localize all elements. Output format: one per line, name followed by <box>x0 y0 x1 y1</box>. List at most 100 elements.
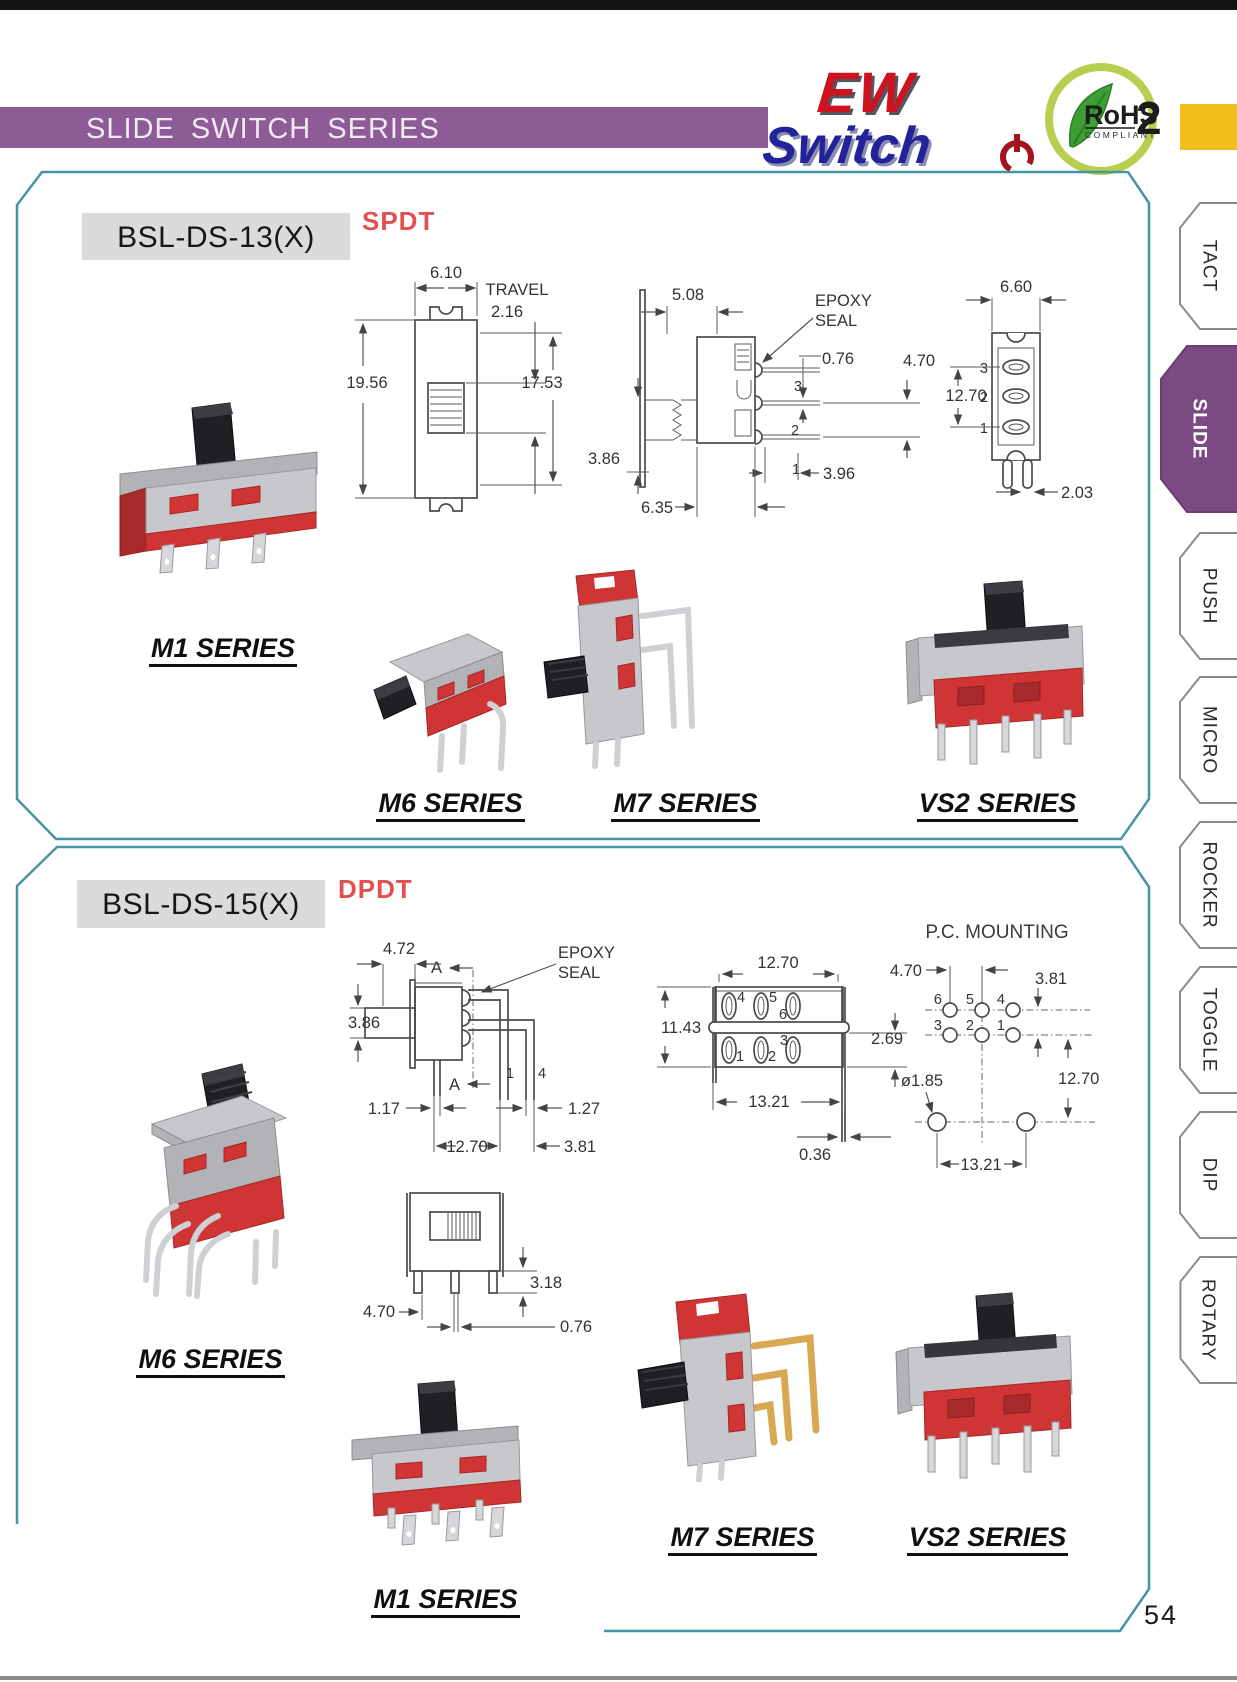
bv-pin-1: 1 <box>736 1049 744 1065</box>
dim-lead-width: 1.27 <box>568 1100 600 1118</box>
page-title-bar: SLIDE SWITCH SERIES <box>0 107 768 148</box>
dim-outer-span: 13.21 <box>748 1093 789 1111</box>
rear-pin-1: 1 <box>980 421 988 437</box>
pc-pin-6: 6 <box>934 992 942 1008</box>
rear-pin-3: 3 <box>980 361 988 377</box>
svg-text:ROCKER: ROCKER <box>1199 841 1220 928</box>
dim-bv-width: 12.70 <box>757 954 798 972</box>
rohs-compliant-text: COMPLIANT <box>1085 130 1157 140</box>
dim-travel-value: 2.16 <box>491 303 523 321</box>
power-icon <box>1000 134 1035 174</box>
dim-lead-span: 12.70 <box>446 1138 487 1156</box>
section1-front-view-drawing: 6.10 TRAVEL 2.16 19.56 17.53 <box>346 264 563 512</box>
dim-pin-length2: 3.18 <box>530 1274 562 1292</box>
section2-pc-mounting-drawing: P.C. MOUNTING 6 5 4 3 2 1 4.70 3.81 ø1.8… <box>890 922 1099 1174</box>
dim-lead-gap: 3.81 <box>564 1138 596 1156</box>
pc-pin-2: 2 <box>966 1018 974 1034</box>
dim-slot-width: 2.03 <box>1061 484 1093 502</box>
rohs-text: RoHS <box>1084 100 1158 130</box>
yellow-index-block <box>1180 104 1237 150</box>
dim-pin-thickness2: 0.76 <box>560 1318 592 1336</box>
tab-rocker[interactable]: ROCKER <box>1179 821 1237 949</box>
section1-product-label-m7: M7 SERIES <box>598 788 773 822</box>
svg-text:DIP: DIP <box>1199 1158 1220 1193</box>
pin-label-2: 2 <box>791 423 799 439</box>
dim-rear-width: 6.60 <box>1000 278 1032 296</box>
dim-col-pitch: 4.70 <box>890 962 922 980</box>
tab-tact[interactable]: TACT <box>1179 202 1237 330</box>
top-black-bar <box>0 0 1237 10</box>
section2-product-label-m7: M7 SERIES <box>660 1522 825 1556</box>
epoxy-seal2-1: EPOXY <box>558 944 615 962</box>
section2-front-view-drawing: 3.18 4.70 0.76 <box>363 1192 592 1336</box>
epoxy-seal-2: SEAL <box>815 312 857 330</box>
m1-series-photo <box>119 402 318 574</box>
dim-slot: 0.36 <box>799 1146 831 1164</box>
epoxy-seal-1: EPOXY <box>815 292 872 310</box>
section1-product-label-vs2: VS2 SERIES <box>905 788 1090 822</box>
section1-frame <box>15 170 1151 841</box>
dim-row-span: 12.70 <box>1058 1070 1099 1088</box>
section2-frame <box>15 845 1151 1633</box>
section2-product-label-vs2: VS2 SERIES <box>895 1522 1080 1556</box>
tab-toggle[interactable]: TOGGLE <box>1179 966 1237 1094</box>
section2-part-number-box: BSL-DS-15(X) <box>77 880 325 928</box>
bv-pin-4: 4 <box>737 990 745 1006</box>
dim-overall-height: 19.56 <box>346 374 387 392</box>
dim-pin-thickness: 0.76 <box>822 350 854 368</box>
dim-hole-dia: ø1.85 <box>901 1072 943 1090</box>
svg-text:SLIDE: SLIDE <box>1189 399 1210 460</box>
section-a-top: A <box>431 959 442 977</box>
section2-side-view-drawing: A A EPOXY SEAL 4.72 3.86 1.17 1.27 1 4 1… <box>348 940 615 1156</box>
m6-series-photo <box>373 633 507 773</box>
dim-bv-height: 11.43 <box>661 1019 701 1037</box>
tab-micro[interactable]: MICRO <box>1179 676 1237 804</box>
dim-depth: 5.08 <box>672 286 704 304</box>
section2-part-number: BSL-DS-15(X) <box>102 888 300 921</box>
dim-pin-offset: 3.96 <box>823 465 855 483</box>
dim-pin-pitch2: 4.70 <box>363 1303 395 1321</box>
tab-push[interactable]: PUSH <box>1179 532 1237 660</box>
bottom-divider <box>0 1676 1237 1680</box>
m6-series-photo-2 <box>143 1063 288 1299</box>
bv-pin-2: 2 <box>768 1049 776 1065</box>
section2-circuit-type: DPDT <box>338 874 413 904</box>
dim-travel-label: TRAVEL <box>486 281 549 299</box>
bv-pin-5: 5 <box>769 990 777 1006</box>
section1-side-view-drawing: 3 2 1 5.08 EPOXY SEAL 0.76 4.70 3.86 3.9… <box>588 286 935 517</box>
lead-pin-4: 4 <box>538 1066 546 1082</box>
tab-rotary[interactable]: ROTARY <box>1179 1256 1237 1384</box>
svg-text:ROTARY: ROTARY <box>1198 1279 1219 1361</box>
pin-label-3: 3 <box>794 379 802 395</box>
m7-series-photo-2 <box>637 1293 820 1482</box>
dim-col-span: 13.21 <box>960 1156 1001 1174</box>
section1-product-label-m1: M1 SERIES <box>133 633 313 667</box>
rear-pin-2: 2 <box>980 390 988 406</box>
svg-text:TOGGLE: TOGGLE <box>1199 988 1220 1073</box>
section2-bottom-view-drawing: 4 5 6 1 2 3 12.70 11.43 2.69 13.21 0.36 <box>657 954 907 1164</box>
section1-part-number: BSL-DS-13(X) <box>117 221 315 254</box>
dim-bar-offset: 2.69 <box>871 1030 903 1048</box>
pc-pin-3: 3 <box>934 1018 942 1034</box>
dim-front-width: 6.10 <box>430 264 462 282</box>
svg-text:PUSH: PUSH <box>1199 568 1220 625</box>
page-number: 54 <box>1144 1600 1179 1630</box>
section1-rear-view-drawing: 3 2 1 6.60 12.70 2.03 <box>945 278 1093 502</box>
vs2-series-photo <box>905 580 1085 765</box>
tab-dip[interactable]: DIP <box>1179 1111 1237 1239</box>
pin-label-1: 1 <box>792 462 800 478</box>
dim-base-depth: 6.35 <box>641 499 673 517</box>
tab-slide[interactable]: SLIDE <box>1160 345 1237 513</box>
bv-pin-3: 3 <box>780 1033 788 1049</box>
section1-part-number-box: BSL-DS-13(X) <box>82 213 350 260</box>
section1-circuit-type: SPDT <box>362 206 436 236</box>
dim-knob-length: 4.72 <box>383 940 415 958</box>
dim-actuator-height: 3.86 <box>588 450 620 468</box>
pc-mounting-title: P.C. MOUNTING <box>925 922 1068 943</box>
section1-product-label-m6: M6 SERIES <box>368 788 533 822</box>
bv-pin-6: 6 <box>779 1007 787 1023</box>
lead-pin-1: 1 <box>506 1066 514 1082</box>
section2-product-label-m6: M6 SERIES <box>128 1344 293 1378</box>
